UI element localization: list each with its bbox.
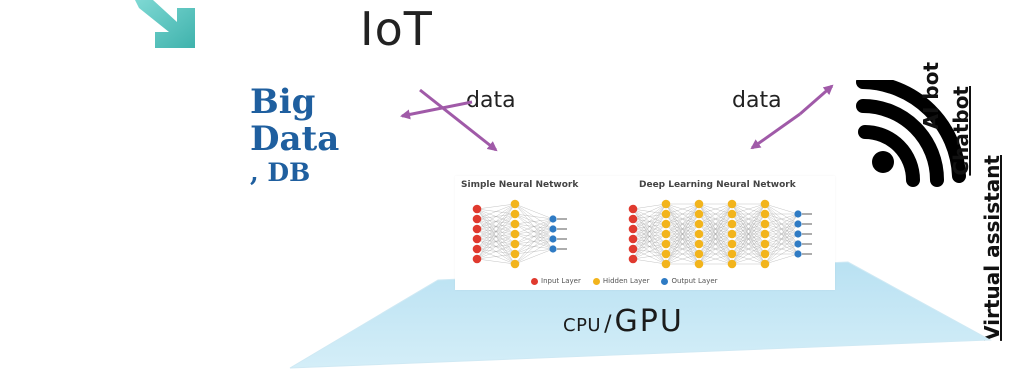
neural-network-graphic [472,199,812,269]
iot-title: IoT [360,2,433,56]
data-label-right: data [732,88,782,113]
cpu-gpu-slash: / [604,312,612,337]
big-data-line-2: Data [250,118,340,159]
wifi-icon [856,80,966,187]
big-data-line-1: Big [250,82,316,122]
nn-legend: Input Layer Hidden Layer Output Layer [531,277,718,285]
legend-output-label: Output Layer [671,277,718,285]
data-flow-arrows [400,84,834,152]
legend-output: Output Layer [661,277,718,285]
arrow-to-wifi [799,84,834,116]
assistant-labels: AI bot Chatbot Virtual assistant [915,0,1025,341]
chatbot-label: Chatbot [949,86,973,176]
legend-input-label: Input Layer [541,277,581,285]
deep-network [628,199,812,269]
simple-nn-title: Simple Neural Network [461,180,579,190]
data-label-left: data [466,88,516,113]
virtual-assistant-label: Virtual assistant [980,155,1004,341]
cpu-gpu-label: CPU/GPU [563,304,684,339]
simple-network [472,199,567,269]
ai-bot-label: AI bot [919,62,943,130]
legend-hidden: Hidden Layer [592,277,650,285]
output-dot-icon [661,277,669,285]
gpu-label: GPU [614,304,684,339]
legend-hidden-label: Hidden Layer [602,277,650,285]
cpu-label: CPU [563,315,602,336]
big-data-line-3: , DB [250,158,311,188]
arrow-to-network-left [419,88,498,152]
input-dot-icon [531,277,538,285]
arrow-to-network-right [750,112,801,150]
hidden-dot-icon [592,277,600,285]
neural-network-figure: Simple Neural Network Deep Learning Neur… [455,176,835,290]
arrow-to-big-data [400,100,473,120]
legend-input: Input Layer [531,277,581,285]
arrow-icon [135,0,195,48]
deep-nn-title: Deep Learning Neural Network [639,180,796,190]
big-data-label: Big Data , DB [250,82,340,188]
